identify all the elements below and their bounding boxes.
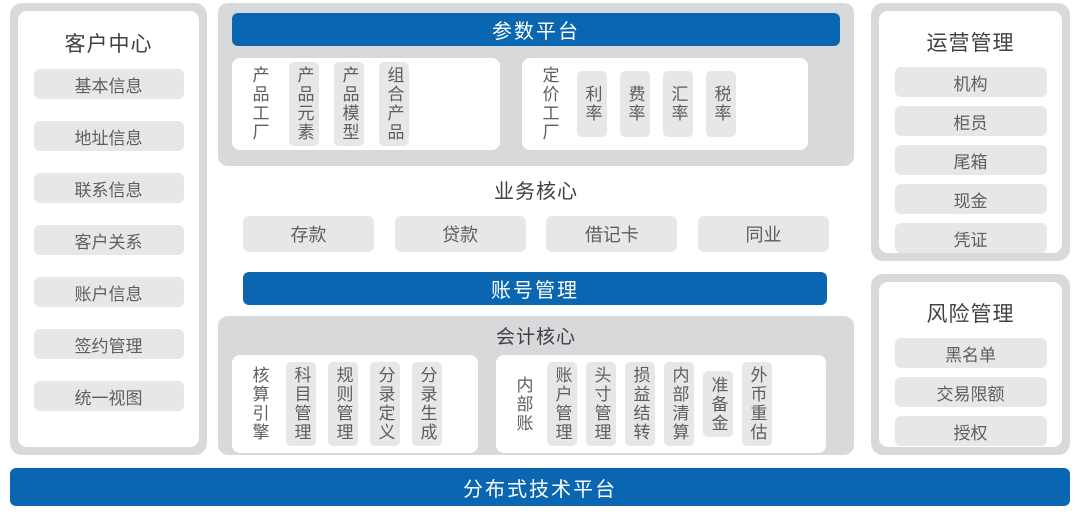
ops-item-cash-box[interactable]: 尾箱 xyxy=(894,145,1047,175)
sidebar-item-account-info[interactable]: 账户信息 xyxy=(33,277,184,307)
business-item-interbank[interactable]: 同业 xyxy=(697,216,829,252)
foreign-currency-revaluation-box[interactable]: 外币重估 xyxy=(742,362,772,446)
composite-product-box[interactable]: 组合产品 xyxy=(379,62,409,146)
business-item-deposit[interactable]: 存款 xyxy=(243,216,374,252)
accounting-core-title: 会计核心 xyxy=(495,327,576,348)
sidebar-item-contact-info[interactable]: 联系信息 xyxy=(33,173,184,203)
product-model-box[interactable]: 产品模型 xyxy=(334,62,364,146)
risk-item-transaction-limit[interactable]: 交易限额 xyxy=(894,377,1047,407)
sidebar-item-address-info[interactable]: 地址信息 xyxy=(33,121,184,151)
internal-ledger-label: 内部账 xyxy=(513,375,533,433)
operations-management-title: 运营管理 xyxy=(926,32,1015,55)
risk-item-blacklist[interactable]: 黑名单 xyxy=(894,338,1047,368)
entry-generation-box[interactable]: 分录生成 xyxy=(412,362,442,446)
operations-management-card: 运营管理 机构 柜员 尾箱 现金 凭证 xyxy=(879,11,1062,253)
tax-rate-box[interactable]: 税率 xyxy=(706,71,736,137)
entry-definition-box[interactable]: 分录定义 xyxy=(370,362,400,446)
business-core-title: 业务核心 xyxy=(494,181,578,203)
pricing-factory-label: 定价工厂 xyxy=(539,66,559,142)
subject-management-box[interactable]: 科目管理 xyxy=(286,362,316,446)
parameter-platform-groups: 产品工厂 产品元素 产品模型 组合产品 定价工厂 利率 费率 汇率 税率 xyxy=(232,58,840,150)
business-item-loan[interactable]: 贷款 xyxy=(394,216,526,252)
parameter-platform-section: 参数平台 产品工厂 产品元素 产品模型 组合产品 定价工厂 利率 费率 汇率 税… xyxy=(218,3,854,166)
risk-item-authorization[interactable]: 授权 xyxy=(894,416,1047,446)
risk-management-card: 风险管理 黑名单 交易限额 授权 xyxy=(879,282,1062,447)
customer-center-title: 客户中心 xyxy=(64,33,153,56)
internal-ledger-group: 内部账 账户管理 头寸管理 损益结转 内部清算 准备金 外币重估 xyxy=(496,355,826,453)
customer-center-card: 客户中心 基本信息 地址信息 联系信息 客户关系 账户信息 签约管理 统一视图 xyxy=(18,11,199,447)
internal-settlement-box[interactable]: 内部清算 xyxy=(664,362,694,446)
customer-center-panel: 客户中心 基本信息 地址信息 联系信息 客户关系 账户信息 签约管理 统一视图 xyxy=(10,3,207,455)
risk-management-panel: 风险管理 黑名单 交易限额 授权 xyxy=(871,274,1070,455)
business-core-items: 存款 贷款 借记卡 同业 xyxy=(218,216,854,252)
account-management-box[interactable]: 账户管理 xyxy=(547,362,577,446)
ops-item-cash[interactable]: 现金 xyxy=(894,184,1047,214)
product-factory-label: 产品工厂 xyxy=(249,66,269,142)
ops-item-voucher[interactable]: 凭证 xyxy=(894,223,1047,253)
pricing-factory-group: 定价工厂 利率 费率 汇率 税率 xyxy=(522,58,808,150)
risk-management-title: 风险管理 xyxy=(926,303,1015,326)
accounting-engine-group: 核算引擎 科目管理 规则管理 分录定义 分录生成 xyxy=(232,355,478,453)
sidebar-item-basic-info[interactable]: 基本信息 xyxy=(33,69,184,99)
profit-loss-carryover-box[interactable]: 损益结转 xyxy=(625,362,655,446)
interest-rate-box[interactable]: 利率 xyxy=(577,71,607,137)
parameter-platform-header: 参数平台 xyxy=(232,13,840,46)
accounting-core-groups: 核算引擎 科目管理 规则管理 分录定义 分录生成 内部账 账户管理 头寸管理 损… xyxy=(232,355,840,453)
business-item-debit-card[interactable]: 借记卡 xyxy=(546,216,678,252)
accounting-core-section: 会计核心 核算引擎 科目管理 规则管理 分录定义 分录生成 内部账 账户管理 头… xyxy=(218,316,854,455)
rule-management-box[interactable]: 规则管理 xyxy=(328,362,358,446)
fee-rate-box[interactable]: 费率 xyxy=(620,71,650,137)
product-factory-group: 产品工厂 产品元素 产品模型 组合产品 xyxy=(232,58,500,150)
accounting-engine-label: 核算引擎 xyxy=(249,366,269,442)
position-management-box[interactable]: 头寸管理 xyxy=(586,362,616,446)
ops-item-institution[interactable]: 机构 xyxy=(894,67,1047,97)
sidebar-item-contract-management[interactable]: 签约管理 xyxy=(33,329,184,359)
ops-item-teller[interactable]: 柜员 xyxy=(894,106,1047,136)
distributed-technology-platform-bar: 分布式技术平台 xyxy=(10,468,1070,506)
account-management-bar: 账号管理 xyxy=(243,272,827,305)
sidebar-item-unified-view[interactable]: 统一视图 xyxy=(33,381,184,411)
reserve-fund-box[interactable]: 准备金 xyxy=(703,371,733,437)
product-element-box[interactable]: 产品元素 xyxy=(289,62,319,146)
operations-management-panel: 运营管理 机构 柜员 尾箱 现金 凭证 xyxy=(871,3,1070,261)
sidebar-item-customer-relation[interactable]: 客户关系 xyxy=(33,225,184,255)
middle-column: 参数平台 产品工厂 产品元素 产品模型 组合产品 定价工厂 利率 费率 汇率 税… xyxy=(218,3,854,455)
business-core-section: 业务核心 存款 贷款 借记卡 同业 账号管理 xyxy=(218,171,854,305)
exchange-rate-box[interactable]: 汇率 xyxy=(663,71,693,137)
